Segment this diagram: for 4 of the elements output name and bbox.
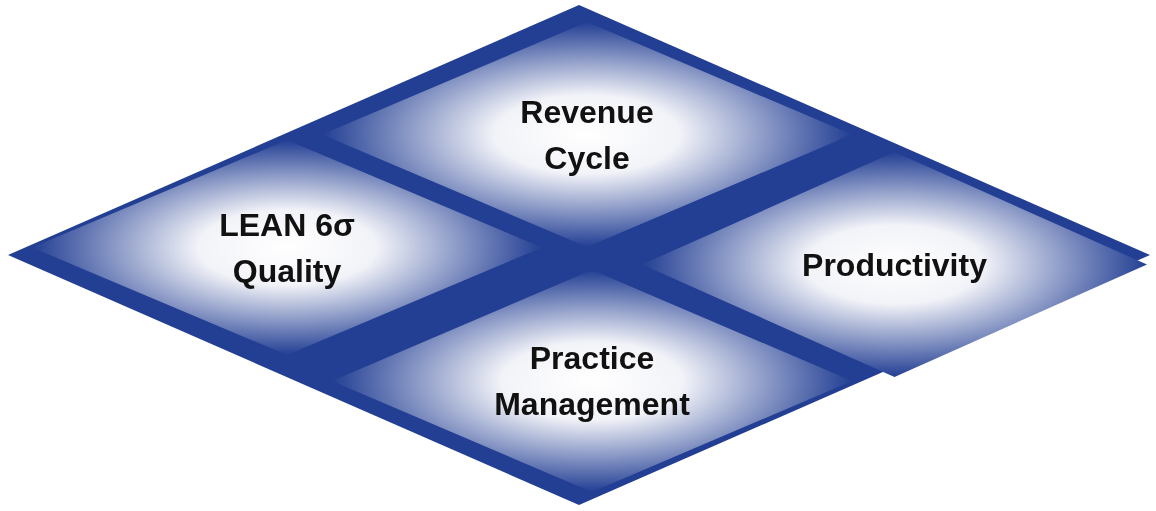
node-label: LEAN 6σ Quality [218,205,356,291]
node-label: Productivity [801,245,988,285]
node-label: Revenue Cycle [519,92,655,178]
node-label: Practice Management [493,339,691,424]
